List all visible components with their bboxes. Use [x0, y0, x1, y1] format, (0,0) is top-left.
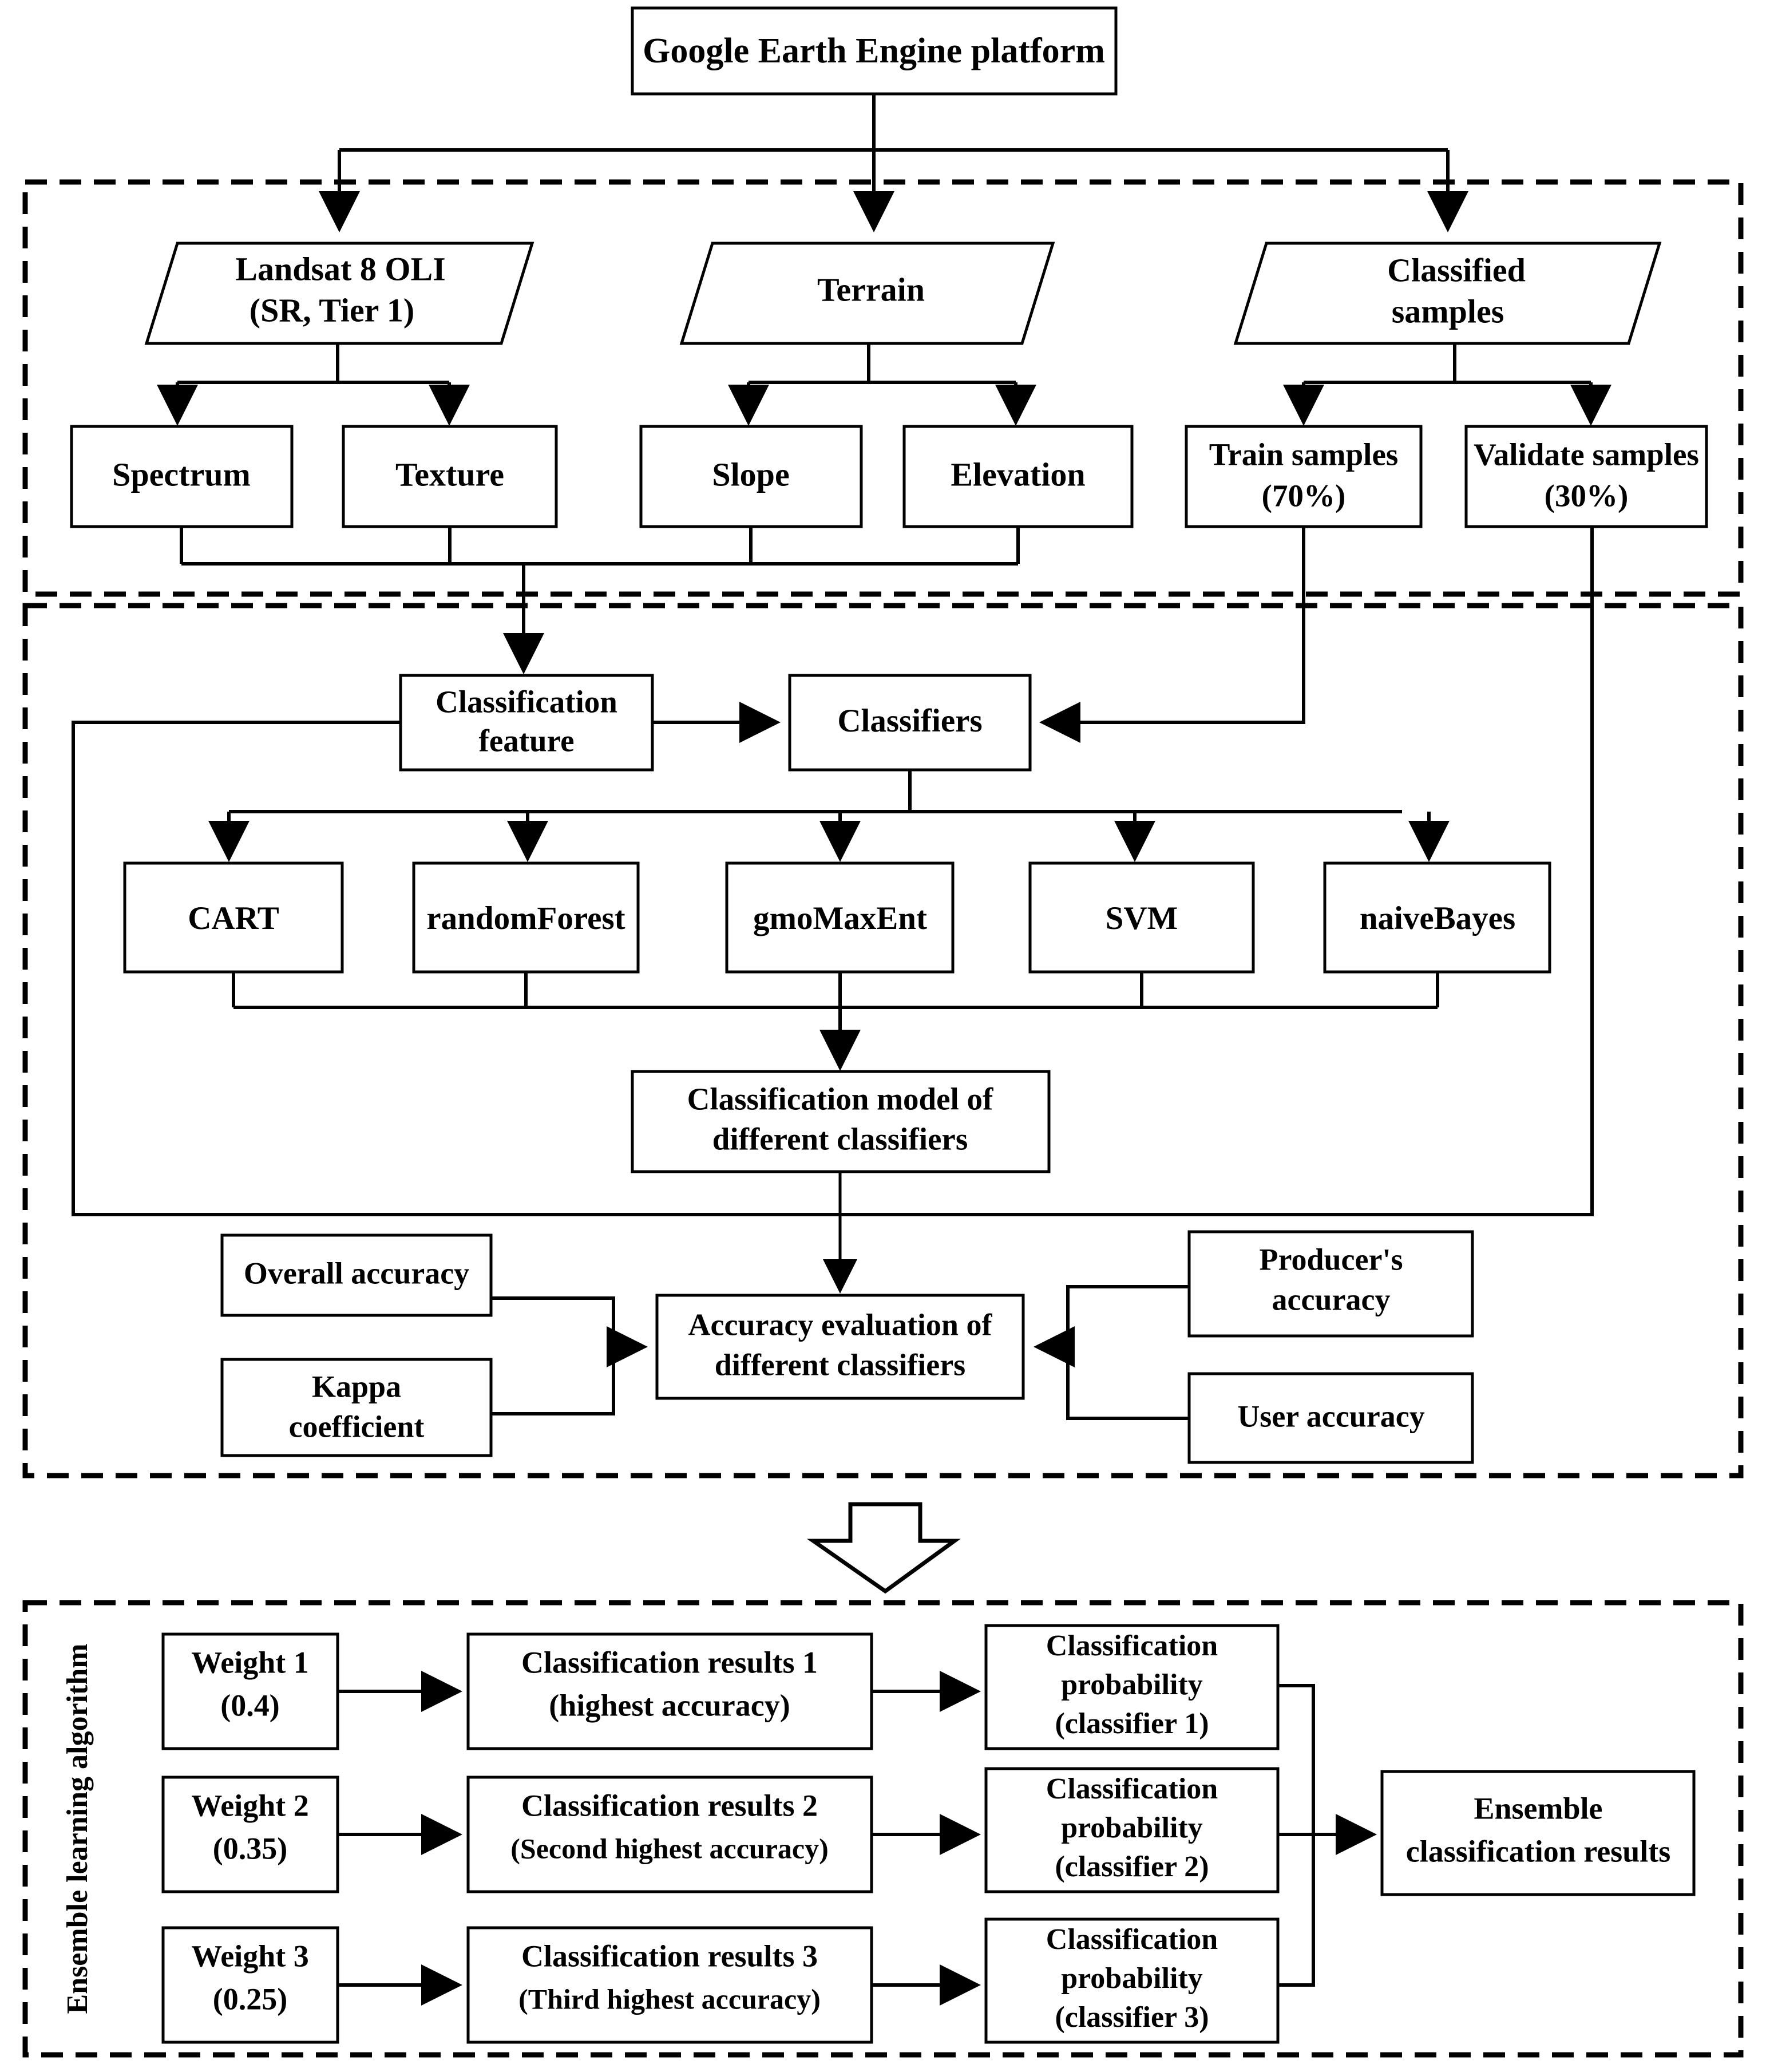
terrain-source-shape[interactable] — [679, 242, 1055, 345]
naive-bayes-label: naiveBayes — [1360, 900, 1515, 936]
classified-samples-label-line1: Classified — [1387, 251, 1526, 288]
landsat-source-label-line1: Landsat 8 OLI — [235, 250, 445, 287]
ensemble-classification-results-box[interactable] — [1380, 1770, 1696, 1896]
conn-right-metrics-rail — [1066, 1285, 1189, 1420]
producers-accuracy-label-line1: Producer's — [1260, 1242, 1403, 1276]
gmo-maxent-box[interactable] — [725, 861, 955, 974]
user-accuracy-label: User accuracy — [1237, 1399, 1424, 1433]
classified-samples-label-line2: samples — [1392, 292, 1504, 330]
cart-label: CART — [188, 900, 279, 936]
terrain-source-label-line1: Terrain — [817, 271, 925, 308]
classification-probability-1-label-line2: probability — [1061, 1668, 1203, 1701]
weight-3-label-line2: (0.25) — [213, 1982, 287, 2016]
classification-results-1-box[interactable] — [466, 1632, 873, 1750]
classification-results-2-label-line1: Classification results 2 — [521, 1788, 818, 1822]
classification-probability-1-label-line3: (classifier 1) — [1055, 1707, 1209, 1740]
classification-feature-label-line2: feature — [479, 723, 575, 758]
slope-label: Slope — [712, 456, 789, 493]
user-accuracy-box[interactable] — [1187, 1372, 1474, 1464]
cart-box[interactable] — [123, 861, 344, 974]
classification-results-3-box[interactable] — [466, 1926, 873, 2044]
train-samples-label-line2: (70%) — [1262, 479, 1346, 513]
classified-samples-source-shape[interactable] — [1233, 242, 1662, 345]
classification-probability-2-label-line2: probability — [1061, 1812, 1203, 1844]
train-samples-label-line1: Train samples — [1209, 437, 1399, 472]
weight-2-label-line2: (0.35) — [213, 1831, 287, 1865]
conn-validate-feedback-rail — [72, 527, 1594, 1216]
classification-probability-2-box[interactable] — [984, 1767, 1280, 1893]
texture-box[interactable] — [342, 425, 558, 528]
classification-results-3-label-line2: (Third highest accuracy) — [518, 1983, 821, 2015]
weight-1-label-line1: Weight 1 — [191, 1645, 309, 1679]
kappa-coefficient-label-line2: coefficient — [289, 1409, 425, 1444]
region-classification-accuracy — [22, 603, 1744, 1478]
ensemble-output-label-line1: Ensemble — [1474, 1791, 1602, 1825]
classifiers-box[interactable] — [788, 674, 1032, 772]
producers-accuracy-label-line2: accuracy — [1272, 1282, 1391, 1316]
overall-accuracy-label: Overall accuracy — [244, 1256, 469, 1290]
classification-model-label-line2: different classifiers — [712, 1122, 968, 1157]
elevation-box[interactable] — [902, 425, 1134, 528]
spectrum-box[interactable] — [70, 425, 294, 528]
random-forest-label: randomForest — [426, 900, 625, 936]
classification-probability-2-label-line3: (classifier 2) — [1055, 1850, 1209, 1883]
conn-train-to-classifiers — [1039, 527, 1305, 743]
classification-results-1-label-line1: Classification results 1 — [521, 1645, 818, 1679]
svm-box[interactable] — [1028, 861, 1255, 974]
classification-results-1-label-line2: (highest accuracy) — [549, 1688, 790, 1722]
classification-results-2-box[interactable] — [466, 1776, 873, 1893]
svm-label: SVM — [1106, 900, 1178, 936]
kappa-coefficient-box[interactable] — [220, 1358, 493, 1457]
classification-probability-3-label-line2: probability — [1061, 1962, 1203, 1995]
classification-model-label-line1: Classification model of — [687, 1082, 993, 1117]
weight-3-box[interactable] — [161, 1926, 339, 2044]
classification-feature-label-line1: Classification — [435, 685, 617, 719]
kappa-coefficient-label-line1: Kappa — [312, 1369, 401, 1403]
section-transition-arrow-icon — [806, 1502, 961, 1594]
conn-left-metrics-rail — [491, 1296, 615, 1415]
slope-box[interactable] — [639, 425, 863, 528]
ensemble-output-label-line2: classification results — [1406, 1834, 1670, 1868]
gee-platform-label: Google Earth Engine platform — [643, 31, 1105, 70]
classification-results-3-label-line1: Classification results 3 — [521, 1939, 818, 1973]
classification-model-box[interactable] — [631, 1070, 1051, 1173]
accuracy-evaluation-label-line2: different classifiers — [715, 1347, 965, 1382]
landsat-source-label-line2: (SR, Tier 1) — [250, 291, 414, 329]
weight-1-label-line2: (0.4) — [220, 1688, 279, 1722]
classification-probability-3-label-line1: Classification — [1046, 1923, 1218, 1956]
validate-samples-box[interactable] — [1464, 425, 1708, 528]
ensemble-side-label: Ensemble learning algorithm — [61, 1643, 94, 2014]
random-forest-box[interactable] — [412, 861, 640, 974]
classification-probability-3-box[interactable] — [984, 1917, 1280, 2044]
classification-probability-1-box[interactable] — [984, 1624, 1280, 1750]
elevation-label: Elevation — [951, 456, 1085, 493]
classification-probability-2-label-line1: Classification — [1046, 1773, 1218, 1805]
classification-results-2-label-line2: (Second highest accuracy) — [510, 1832, 829, 1864]
classification-feature-box[interactable] — [399, 674, 654, 772]
landsat-source-shape[interactable] — [144, 242, 534, 345]
weight-1-box[interactable] — [161, 1632, 339, 1750]
texture-label: Texture — [395, 456, 504, 493]
validate-samples-label-line2: (30%) — [1545, 479, 1629, 513]
classification-probability-3-label-line3: (classifier 3) — [1055, 2001, 1209, 2034]
spectrum-label: Spectrum — [112, 456, 251, 493]
weight-3-label-line1: Weight 3 — [191, 1939, 309, 1973]
naive-bayes-box[interactable] — [1323, 861, 1551, 974]
overall-accuracy-box[interactable] — [220, 1233, 493, 1317]
accuracy-evaluation-box[interactable] — [655, 1294, 1025, 1400]
validate-samples-label-line1: Validate samples — [1474, 437, 1699, 472]
gmo-maxent-label: gmoMaxEnt — [753, 900, 927, 936]
classification-probability-1-label-line1: Classification — [1046, 1630, 1218, 1662]
region-ensemble-learning — [22, 1600, 1744, 2058]
weight-2-label-line1: Weight 2 — [191, 1788, 309, 1822]
accuracy-evaluation-label-line1: Accuracy evaluation of — [688, 1307, 993, 1342]
classifiers-label: Classifiers — [837, 703, 982, 739]
producers-accuracy-box[interactable] — [1187, 1230, 1474, 1338]
